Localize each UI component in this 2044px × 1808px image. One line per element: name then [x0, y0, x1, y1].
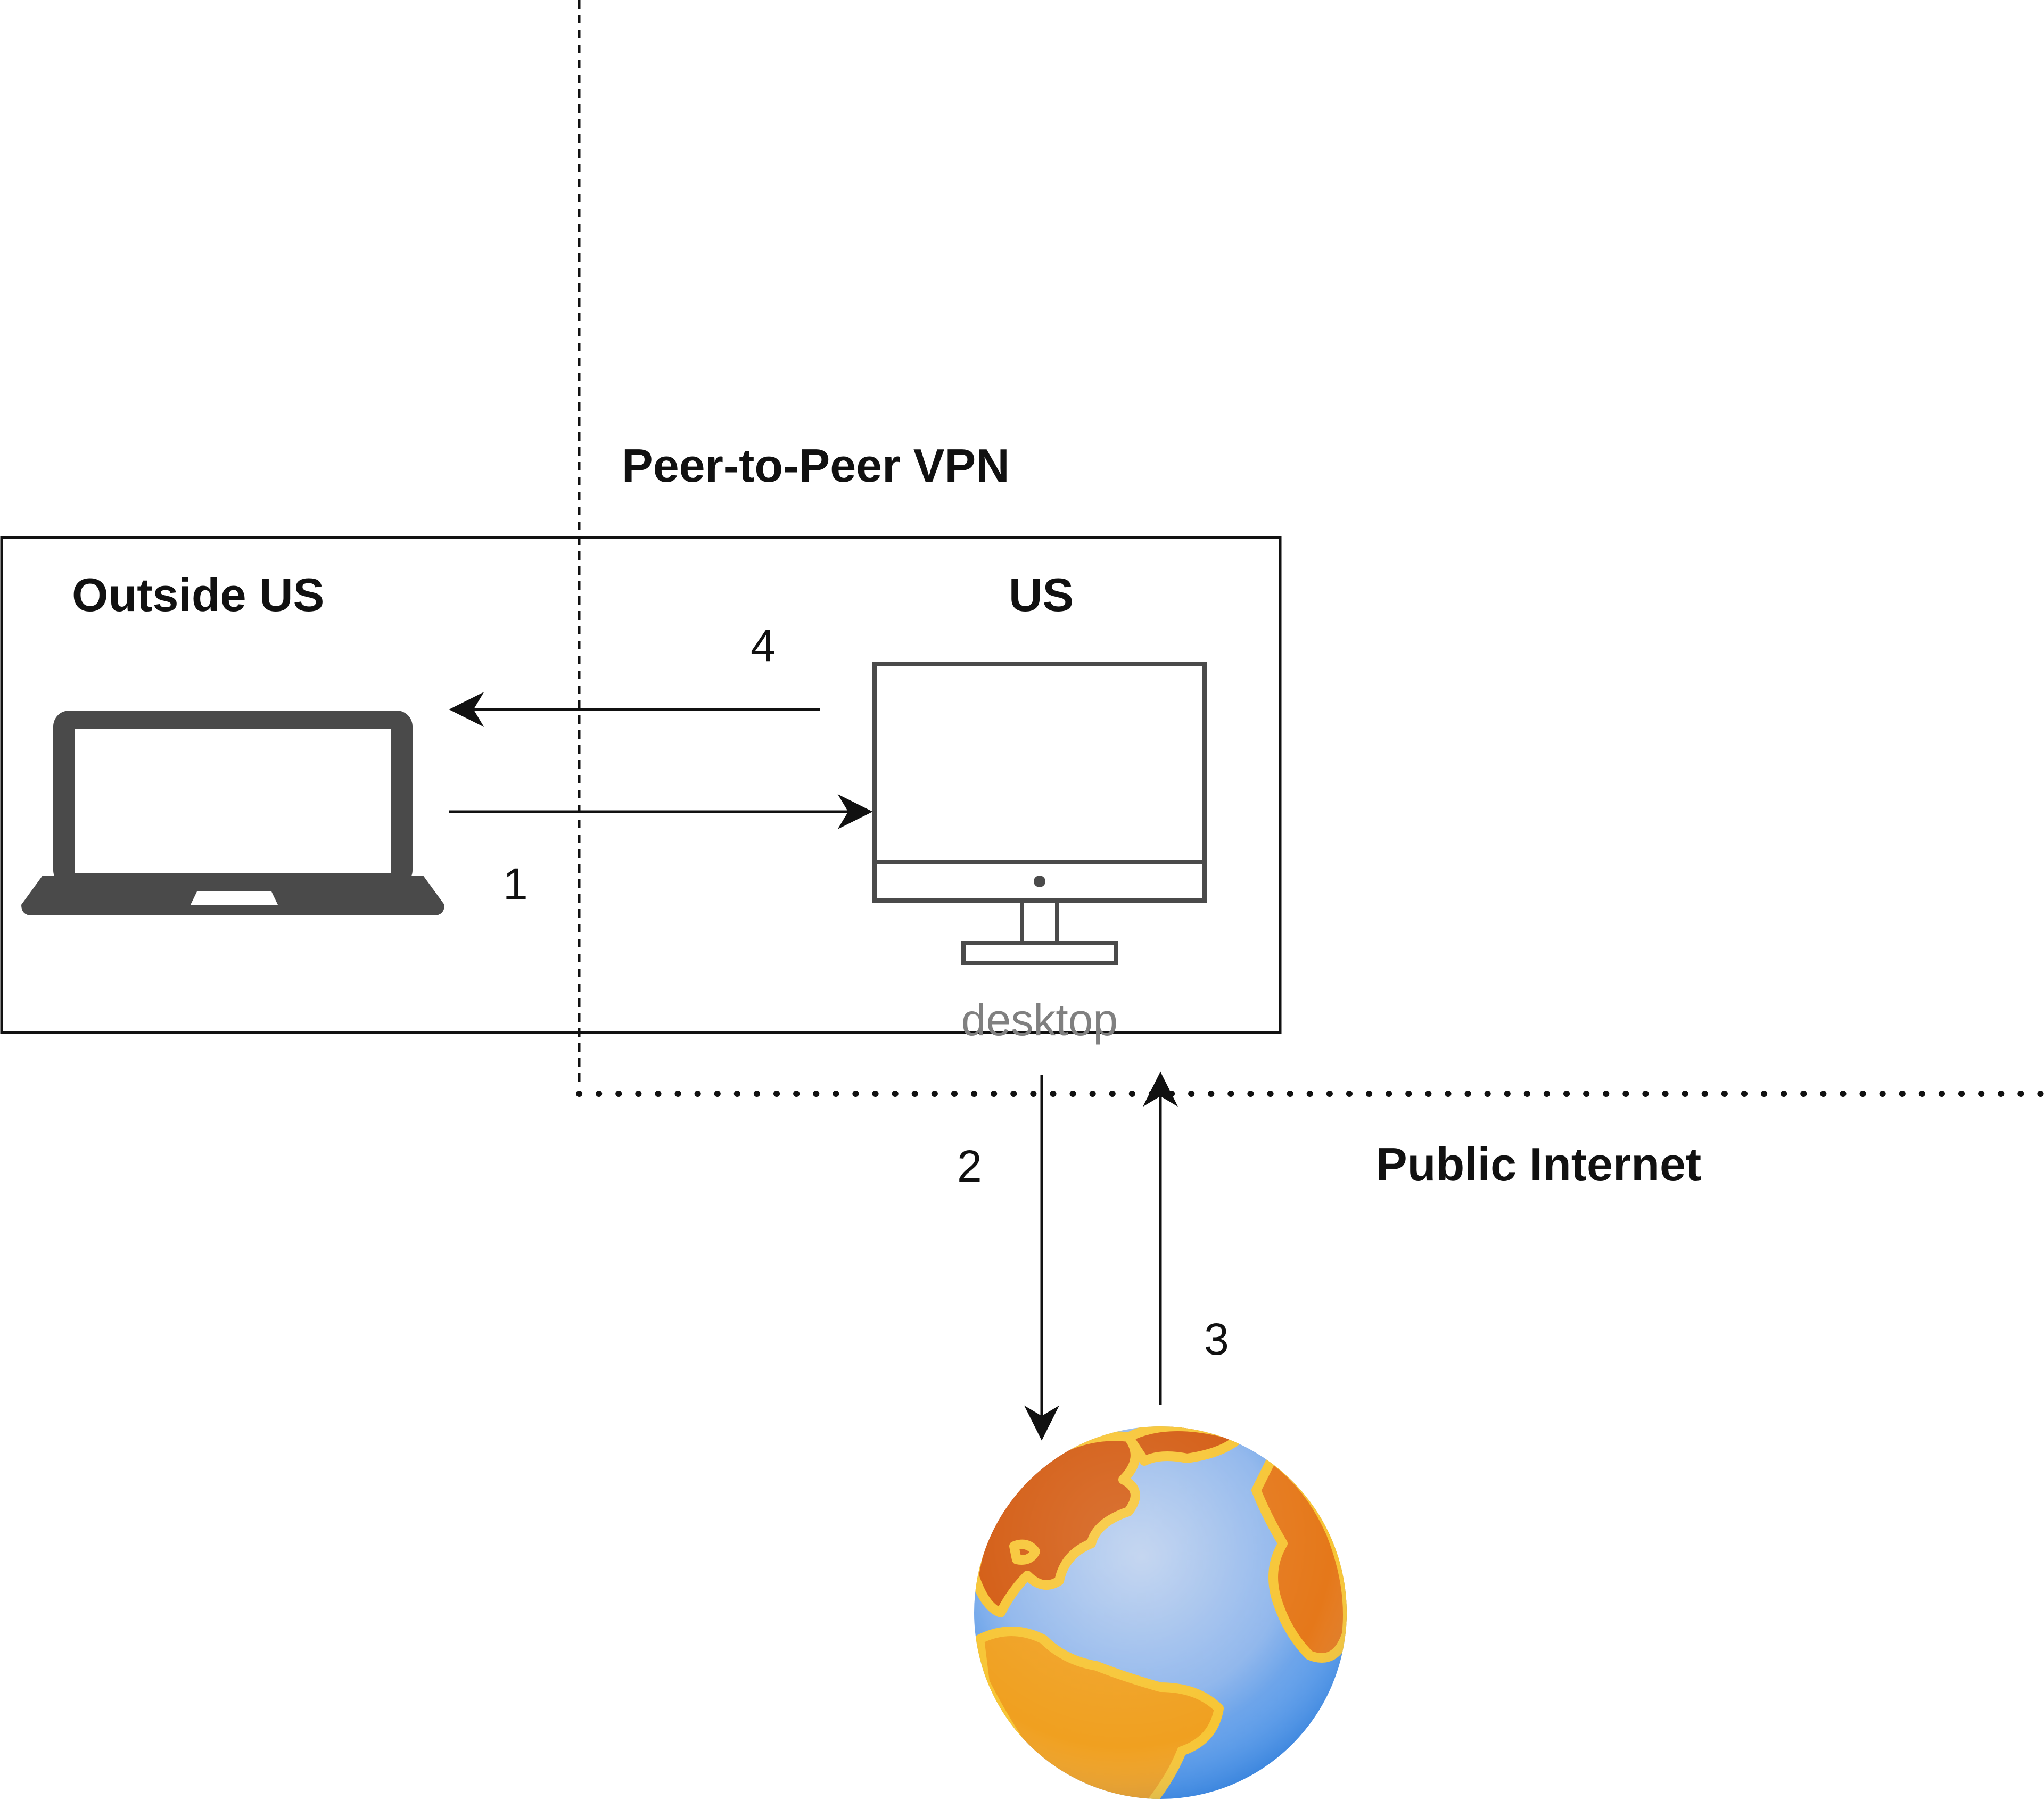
vpn-container: [0, 536, 1282, 1034]
us-label: US: [1009, 568, 1074, 621]
step-2-label: 2: [957, 1141, 982, 1191]
laptop-icon: [21, 711, 444, 915]
step-3-label: 3: [1204, 1314, 1229, 1364]
desktop-caption: desktop: [961, 995, 1118, 1045]
vpn-label: Peer-to-Peer VPN: [622, 439, 1010, 492]
step-1-label: 1: [503, 859, 528, 909]
globe-icon: [974, 1426, 1347, 1799]
step-4-label: 4: [751, 621, 776, 671]
public-internet-label: Public Internet: [1376, 1138, 1701, 1191]
desktop-monitor-icon: [872, 662, 1207, 965]
outside-us-label: Outside US: [72, 568, 324, 621]
